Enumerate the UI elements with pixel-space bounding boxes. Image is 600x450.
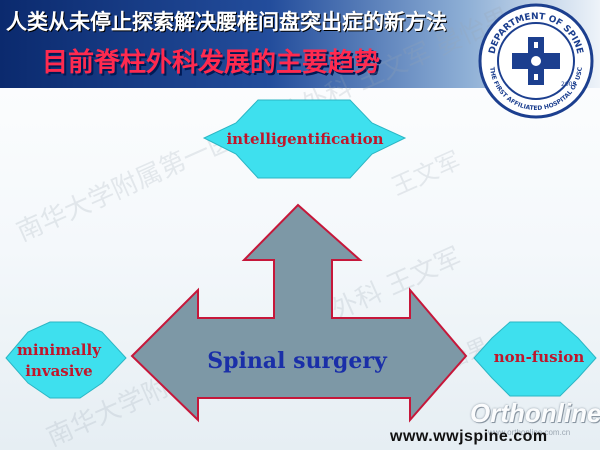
trend-label-intelligentification: intelligentification [226,130,384,148]
trend-label-minimally-invasive: minimally invasive [4,340,114,382]
logo-year: 2003 [561,81,576,88]
footer-url[interactable]: www.wwjspine.com [390,428,548,445]
trend-label-non-fusion: non-fusion [493,348,585,366]
trend-label-line: minimally [17,341,101,359]
three-way-arrow [130,203,468,423]
slide-subtitle: 目前脊柱外科发展的主要趋势 [42,48,381,78]
department-logo: DEPARTMENT OF SPINE THE FIRST AFFILIATED… [478,3,594,119]
star-shape-left [5,321,127,399]
orthonline-url: www.orthonline.com.cn [488,428,571,437]
orthonline-watermark: Orthonline [470,398,600,428]
star-shape-right [473,321,597,397]
star-shape-top [202,99,407,179]
slide-title: 人类从未停止探索解决腰椎间盘突出症的新方法 [6,10,447,34]
center-label-spinal-surgery: Spinal surgery [207,348,387,374]
trend-label-line: invasive [25,362,93,380]
